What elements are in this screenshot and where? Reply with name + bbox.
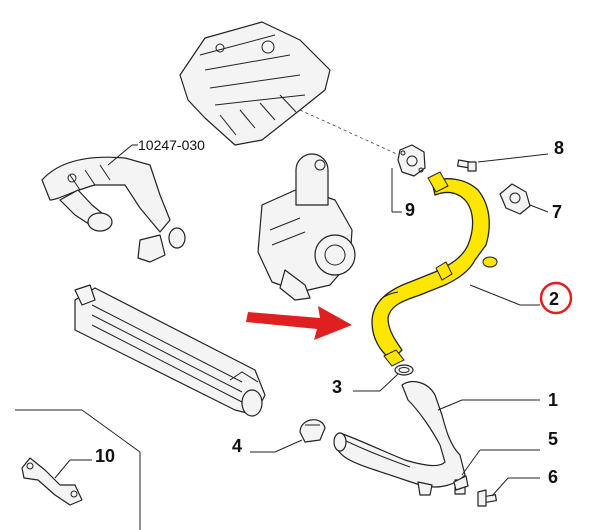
callout-4: 4 [232,436,242,456]
leader-5 [461,449,481,476]
bolt-part-8 [456,159,477,172]
screw-part-5 [453,475,469,495]
intercooler [74,284,266,417]
callout-5: 5 [548,429,558,449]
turbocharger [257,153,356,301]
clamp-part-4 [299,419,326,443]
leader-3 [379,373,399,392]
highlighted-pipe-part-2 [371,171,498,367]
callout-2: 2 [549,289,559,309]
red-arrow [246,306,352,340]
callout-6: 6 [548,467,558,487]
highlight-circle [539,281,573,315]
reference-hose-assembly [41,156,186,263]
hose-part-1 [333,381,466,496]
callout-10: 10 [95,446,115,466]
leader-4 [274,439,303,453]
callout-7: 7 [552,202,562,222]
leader-1 [437,399,463,411]
screw-part-6 [477,489,497,507]
leader-2 [469,284,521,306]
gasket-part-9 [397,144,426,177]
bracket-frame [15,409,141,530]
intake-manifold [179,21,411,161]
connector-part-7 [499,183,531,215]
callout-3: 3 [332,377,342,397]
bracket-part-10 [21,457,83,506]
callout-9: 9 [405,200,415,220]
leader-7 [529,204,549,213]
reference-label: 10247-030 [138,137,205,153]
oring-part-3 [394,364,414,376]
leader-6 [491,477,509,497]
reference-leader-line [107,144,133,166]
leader-10 [54,459,71,479]
callout-1: 1 [548,390,558,410]
callout-8: 8 [554,138,564,158]
leader-8 [477,153,549,163]
